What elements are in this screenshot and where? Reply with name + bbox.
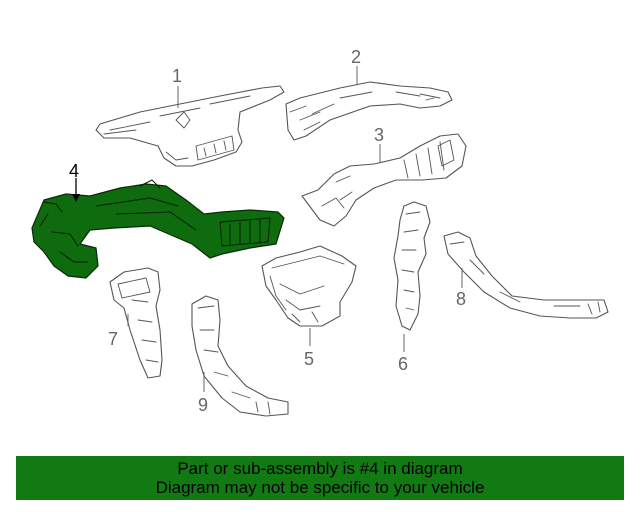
callout-2: 2 bbox=[351, 47, 361, 67]
callout-7: 7 bbox=[108, 329, 118, 349]
part-7-duct[interactable] bbox=[109, 267, 163, 379]
callout-3: 3 bbox=[374, 125, 384, 145]
part-4-duct-highlighted[interactable] bbox=[31, 179, 285, 279]
part-2-duct[interactable] bbox=[285, 81, 453, 141]
part-5-duct[interactable] bbox=[261, 245, 357, 327]
leader-4-arrowhead bbox=[72, 194, 80, 202]
callout-8: 8 bbox=[456, 289, 466, 309]
callout-6: 6 bbox=[398, 354, 408, 374]
part-3-duct[interactable] bbox=[301, 133, 467, 227]
callout-5: 5 bbox=[304, 349, 314, 369]
banner-line-2: Diagram may not be specific to your vehi… bbox=[155, 478, 485, 497]
part-8-duct[interactable] bbox=[443, 231, 609, 319]
callout-9: 9 bbox=[198, 395, 208, 415]
diagram-notice-banner: Part or sub-assembly is #4 in diagram Di… bbox=[16, 456, 624, 500]
banner-line-1: Part or sub-assembly is #4 in diagram bbox=[177, 459, 463, 478]
part-6-duct[interactable] bbox=[393, 201, 431, 331]
part-9-duct[interactable] bbox=[191, 295, 289, 417]
part-1-duct[interactable] bbox=[95, 85, 285, 167]
callout-1: 1 bbox=[172, 66, 182, 86]
callout-4: 4 bbox=[69, 161, 79, 181]
